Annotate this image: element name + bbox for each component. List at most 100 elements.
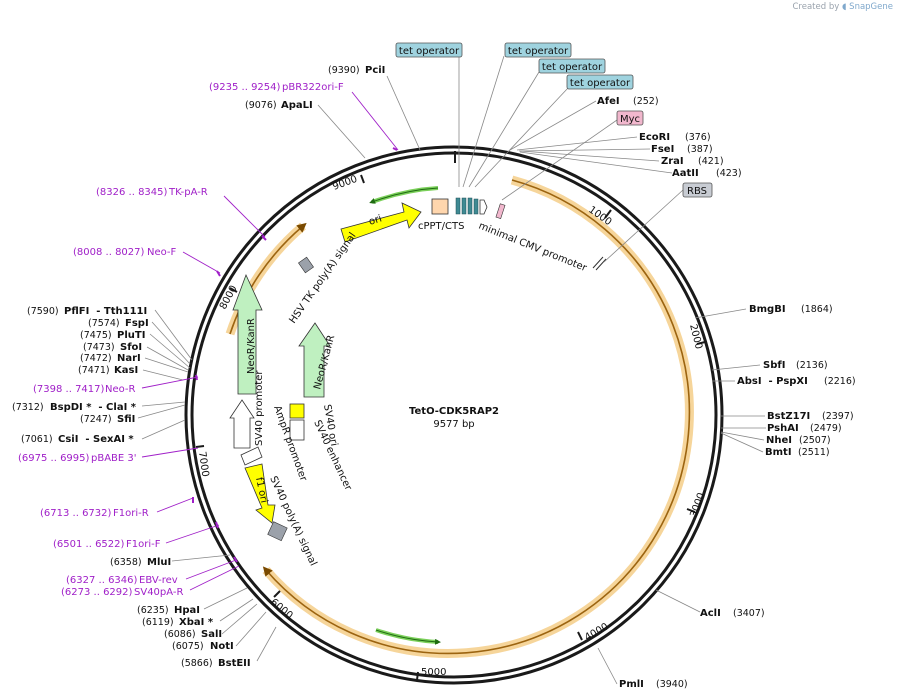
- enzyme-kasi: KasI: [114, 365, 138, 376]
- enzyme-sfoi: SfoI: [120, 342, 142, 353]
- insert-small-arrow: [229, 222, 307, 335]
- primer-neo-f: Neo-F: [147, 247, 177, 258]
- sv40-promoter-feature: [229, 399, 255, 449]
- enzyme-pos-acli: (3407): [733, 608, 765, 619]
- enzyme-bstz17i: BstZ17I: [767, 411, 810, 422]
- tick-label-7000: 7000: [196, 451, 210, 478]
- cppt-cts-feature: [431, 198, 449, 215]
- cppt-cts-label: cPPT/CTS: [418, 221, 464, 232]
- primer-pbabe-3: pBABE 3': [91, 453, 137, 464]
- enzyme-pos-pluti: (7475): [80, 330, 112, 341]
- cds-arrow-bottom-line: [375, 629, 441, 645]
- enzyme-pos-xbai: (6119): [142, 617, 174, 628]
- enzyme-pos-aatii: (423): [716, 168, 742, 179]
- enzyme-pos-afei: (252): [633, 96, 659, 107]
- enzyme-pos-nhei: (2507): [799, 435, 831, 446]
- neor-outer-feature: [232, 273, 263, 395]
- enzyme-mlui: MluI: [147, 557, 171, 568]
- primer-sv40pa-r: SV40pA-R: [134, 587, 183, 598]
- sv40-polya-feature: [267, 521, 288, 542]
- enzyme-noti: NotI: [210, 641, 234, 652]
- tet-operator-block-1: [455, 197, 461, 215]
- tet-operator-box-1: [395, 42, 463, 58]
- sv40-promoter-label: SV40 promoter: [254, 370, 265, 446]
- enzyme-bsteii: BstEII: [218, 658, 251, 669]
- ampr-promoter-feature: [240, 446, 263, 466]
- enzyme-bspdi-clai: BspDI * - ClaI *: [50, 402, 137, 413]
- enzyme-csii-sexai: CsiI - SexAI *: [58, 434, 134, 445]
- primer-range-f1ori-f: (6501 .. 6522): [53, 539, 125, 550]
- tick-label-3000: 3000: [688, 491, 707, 519]
- enzyme-apali: ApaLI: [281, 100, 313, 111]
- tet-operator-block-4: [473, 198, 479, 215]
- myc-tag-shape: [495, 203, 506, 219]
- enzyme-sbfi: SbfI: [763, 360, 785, 371]
- enzyme-pos-bsteii: (5866): [181, 658, 213, 669]
- enzyme-pos-bspdi-clai: (7312): [12, 402, 44, 413]
- sv40-polya-label: SV40 poly(A) signal: [267, 475, 318, 568]
- tet-operator-block-3: [467, 197, 473, 215]
- tet-operator-box-4: [566, 74, 634, 90]
- enzyme-pflfi-tth111i: PflFI - Tth111I: [64, 306, 147, 317]
- enzyme-nhei: NheI: [766, 435, 792, 446]
- primer-neo-r: Neo-R: [105, 384, 136, 395]
- rbs-label: RBS: [687, 186, 707, 197]
- snapgene-logo-icon: ◖: [841, 2, 847, 12]
- enzyme-pos-sfoi: (7473): [83, 342, 115, 353]
- enzyme-pos-hpai: (6235): [137, 605, 169, 616]
- enzyme-pos-sfii: (7247): [80, 414, 112, 425]
- enzyme-pos-ecori: (376): [685, 132, 711, 143]
- enzyme-pos-bstz17i: (2397): [822, 411, 854, 422]
- sv40-enhancer-feature: [289, 419, 305, 441]
- enzyme-acli: AclI: [700, 608, 721, 619]
- neor-inner-feature: [298, 322, 331, 398]
- primer-f1ori-r: F1ori-R: [113, 508, 149, 519]
- enzyme-pcii: PciI: [365, 65, 385, 76]
- enzyme-pos-bmti: (2511): [798, 447, 830, 458]
- tick-label-5000: 5000: [421, 667, 446, 678]
- enzyme-pos-nari: (7472): [80, 353, 112, 364]
- primer-ebv-rev: EBV-rev: [139, 575, 178, 586]
- tet-operator-box-3: [538, 58, 606, 74]
- primer-pbr322ori-f: pBR322ori-F: [282, 82, 344, 93]
- rbs-box: [682, 182, 713, 198]
- primer-range-f1ori-r: (6713 .. 6732): [40, 508, 112, 519]
- tick-label-9000: 9000: [331, 174, 359, 193]
- ori-label: ori: [368, 213, 384, 227]
- enzyme-bmgbi: BmgBI: [749, 304, 786, 315]
- enzyme-afei: AfeI: [597, 96, 620, 107]
- enzyme-pos-pshai: (2479): [810, 423, 842, 434]
- enzyme-hpai: HpaI: [174, 605, 200, 616]
- cds-arrow-top: [371, 186, 439, 204]
- primer-range-tk-pa-r: (8326 .. 8345): [96, 187, 168, 198]
- enzyme-pluti: PluTI: [117, 330, 145, 341]
- scale-ticks: [195, 151, 706, 681]
- tet-operator-block-2: [461, 197, 467, 215]
- boxed-labels: tet operator tet operator tet operator t…: [395, 42, 713, 263]
- enzyme-sfii: SfiI: [117, 414, 135, 425]
- cds-arrow-top-line: [369, 187, 439, 204]
- enzyme-pos-sali: (6086): [164, 629, 196, 640]
- enzyme-zrai: ZraI: [661, 156, 684, 167]
- primer-ticks: [192, 147, 398, 563]
- enzyme-pos-fspi: (7574): [88, 318, 120, 329]
- enzyme-pos-absi-pspxi: (2216): [824, 376, 856, 387]
- enzyme-ecori: EcoRI: [639, 132, 670, 143]
- enzyme-fspi: FspI: [125, 318, 149, 329]
- f1-ori-label: f1 ori: [253, 476, 269, 504]
- hsv-tk-polya-label: HSV TK poly(A) signal: [287, 231, 358, 326]
- tet-operator-label-2: tet operator: [508, 46, 569, 57]
- enzyme-absi-pspxi: AbsI - PspXI: [737, 376, 808, 387]
- enzyme-pos-zrai: (421): [698, 156, 724, 167]
- primer-f1ori-f: F1ori-F: [126, 539, 161, 550]
- myc-box: [616, 110, 644, 126]
- tet-operator-label-3: tet operator: [542, 62, 603, 73]
- snapgene-credit: Created by ◖ SnapGene: [793, 2, 894, 12]
- credit-prefix: Created by: [792, 2, 840, 12]
- enzyme-leader-lines: [137, 75, 766, 685]
- myc-label: Myc: [620, 114, 640, 125]
- insert-main-arrow: [262, 179, 691, 655]
- enzyme-pshai: PshAI: [767, 423, 799, 434]
- hsv-tk-polya-feature: [298, 256, 314, 274]
